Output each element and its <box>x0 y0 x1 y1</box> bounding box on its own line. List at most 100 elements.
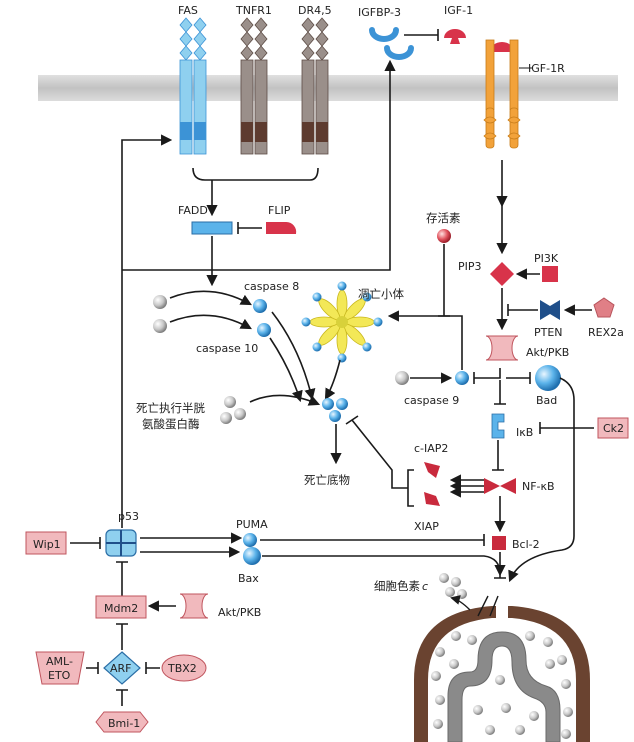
igf1: IGF-1 <box>444 4 473 44</box>
wip1-box <box>25 531 67 555</box>
rex2a-label: REX2a <box>588 326 624 339</box>
aml-label-line1: AML- <box>46 655 73 668</box>
caspase8-precursor-b <box>153 319 167 333</box>
igfbp3-label: IGFBP-3 <box>358 6 401 19</box>
inhibit-ikb-nfkb <box>492 440 504 471</box>
dr45-label: DR4,5 <box>298 4 332 17</box>
tbx2-ellipse <box>161 654 207 682</box>
executioner-precursor-a <box>224 396 236 408</box>
ciap2-label: c-IAP2 <box>414 442 448 455</box>
pip3-label: PIP3 <box>458 260 482 273</box>
inhibit-akt-ikb <box>494 380 506 405</box>
inhibit-akt-caspase9 <box>473 368 501 384</box>
arrow-apoptosome-exec <box>324 359 341 400</box>
fas-receptor: FAS <box>178 4 207 155</box>
arrow-caspase10-exec <box>269 337 303 403</box>
mitochondrion <box>414 595 590 742</box>
bax-sphere <box>243 547 261 565</box>
survivin-label: 存活素 <box>426 211 461 225</box>
inhibit-mdm2-p53 <box>116 561 128 596</box>
inhibit-tbx2-arf <box>145 662 160 674</box>
pi3k-label: PI3K <box>534 252 559 265</box>
aml-label-line2: ETO <box>48 669 71 682</box>
inhibit-akt-bad <box>506 372 531 384</box>
bad-label: Bad <box>536 394 557 407</box>
nfkb-shape <box>484 478 516 494</box>
inhibit-bmi1-arf <box>116 689 128 706</box>
tnfr1-label: TNFR1 <box>235 4 272 17</box>
pip3-diamond <box>490 262 514 286</box>
fadd-label: FADD <box>178 204 208 217</box>
flip-shape <box>266 221 297 234</box>
wip1-label: Wip1 <box>33 538 61 551</box>
arrow-p53-igfbp3 <box>122 59 396 271</box>
fas-label: FAS <box>178 4 198 17</box>
caspase9-precursor <box>395 371 409 385</box>
caspase8-label: caspase 8 <box>244 280 299 293</box>
akt-bottom-label: Akt/PKB <box>218 606 261 619</box>
puma-sphere <box>243 533 257 547</box>
inhibit-puma-bcl2 <box>260 534 485 546</box>
caspase9-label: caspase 9 <box>404 394 459 407</box>
arrow-procaspase10 <box>169 314 252 330</box>
caspase10-label: caspase 10 <box>196 342 258 355</box>
arrow-caspase9-apoptosome <box>387 310 463 370</box>
xiap-shape <box>424 492 440 506</box>
cytochrome-label: 细胞色素 <box>374 579 420 593</box>
pi3k-box <box>542 266 558 282</box>
rex2a-pentagon <box>593 297 615 318</box>
xiap-label: XIAP <box>414 520 439 533</box>
inhibit-wip1-p53 <box>70 537 101 549</box>
bcl2-box <box>492 536 506 550</box>
aml-eto-shape <box>35 651 85 685</box>
arrow-caspase8-exec <box>271 311 316 401</box>
igf1r-label: IGF-1R <box>528 62 565 75</box>
tnfr1-receptor: TNFR1 <box>235 4 272 155</box>
caspase8-sphere <box>253 299 267 313</box>
ikb-shape <box>491 413 505 439</box>
executioner-label-line1: 死亡执行半胱 <box>136 401 205 415</box>
pten-shape <box>540 300 560 320</box>
ciap2-shape <box>424 462 440 478</box>
akt-bottom-shape <box>179 593 209 619</box>
tbx2-label: TBX2 <box>167 662 197 675</box>
ck2-label: Ck2 <box>603 422 624 435</box>
arrow-exec-activate <box>249 394 321 406</box>
arrow-bax-mito <box>262 555 506 577</box>
cytochrome-c-letter: c <box>422 580 428 593</box>
caspase10-sphere <box>257 323 271 337</box>
arrow-cytochrome-out <box>450 595 471 611</box>
flip-label: FLIP <box>268 204 291 217</box>
inhibit-pten <box>507 304 538 316</box>
fadd-box <box>191 221 233 235</box>
inhibit-igfbp3-igf1 <box>404 29 439 41</box>
arrow-p53-receptors <box>121 134 173 528</box>
bax-label: Bax <box>238 572 259 585</box>
arrow-bad-mito <box>508 377 575 583</box>
inhibit-flip-fadd <box>237 222 262 234</box>
executioner-precursor-b <box>234 408 246 420</box>
bmi1-label: Bmi-1 <box>108 717 140 730</box>
igf1-label: IGF-1 <box>444 4 473 17</box>
bmi1-hexagon <box>95 711 149 733</box>
ikb-label: IκB <box>516 426 533 439</box>
arf-diamond <box>103 651 141 685</box>
akt-top-shape <box>485 335 519 361</box>
inhibit-survivin-apoptosome <box>438 244 450 317</box>
iap-bracket-inhibit <box>345 415 414 507</box>
inhibit-bcl2-mito <box>494 552 506 579</box>
arrow-procaspase8 <box>169 290 252 306</box>
bcl2-label: Bcl-2 <box>512 538 540 551</box>
arf-label: ARF <box>110 662 132 675</box>
survivin-sphere <box>437 229 451 243</box>
nfkb-label: NF-κB <box>522 480 555 493</box>
receptor-bracket <box>192 167 319 181</box>
p53-complex <box>105 529 137 557</box>
inhibit-aml-arf <box>86 662 99 674</box>
executioner-precursor-c <box>220 412 232 424</box>
pten-label: PTEN <box>534 326 563 339</box>
p53-label: p53 <box>118 510 139 523</box>
igf1r-receptor: IGF-1R <box>483 39 565 149</box>
death-substrates-label: 死亡底物 <box>304 473 350 487</box>
